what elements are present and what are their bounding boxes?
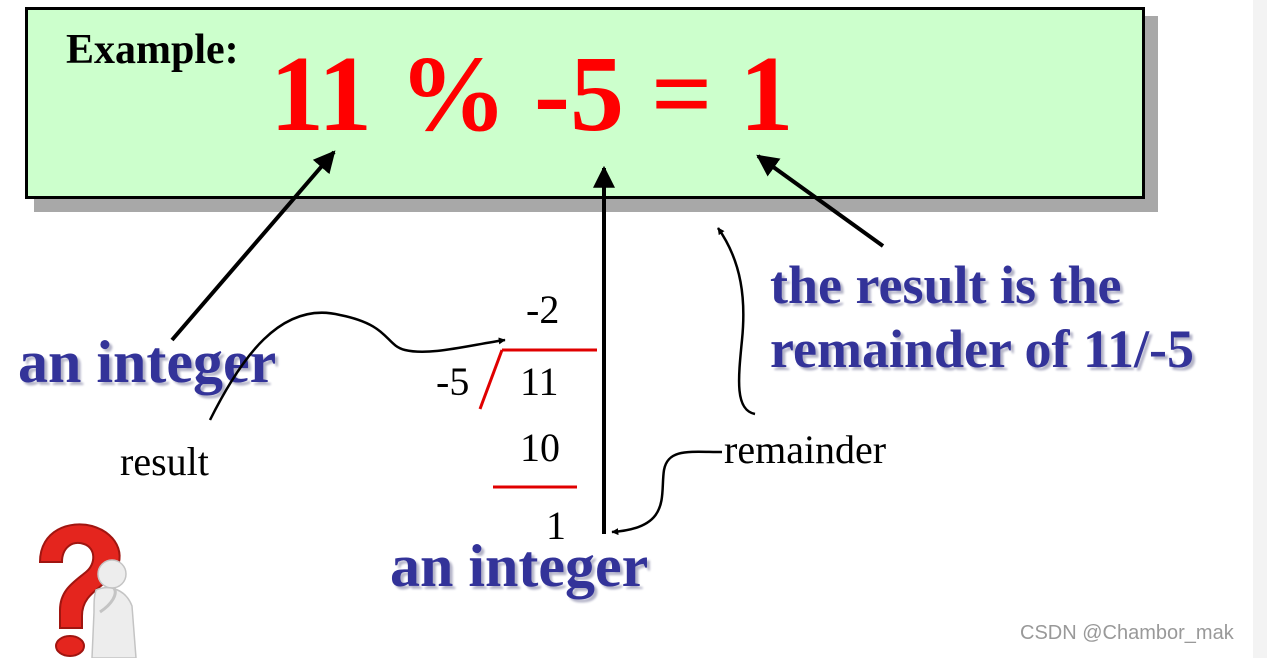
curve-remainder-to-one (611, 450, 723, 536)
remainder-label: remainder (724, 427, 887, 472)
explanation-line-1: the result is the (770, 255, 1122, 315)
example-label: Example: (66, 27, 239, 73)
question-mark-thinking-person-icon (38, 523, 137, 658)
division-slash (478, 349, 504, 410)
arrow-to-remainder (756, 154, 885, 248)
division-remainder: 1 (546, 503, 566, 548)
equation: 11 % -5 = 1 (270, 35, 794, 154)
explanation-line-2: remainder of 11/-5 (770, 319, 1194, 379)
arrow-to-dividend (170, 150, 336, 342)
watermark: CSDN @Chambor_mak (1020, 622, 1234, 644)
curve-result-to-quotient (208, 311, 506, 421)
left-annotation: an integer (18, 329, 277, 395)
division-product: 10 (520, 425, 560, 470)
slide-edge (1253, 0, 1267, 658)
bottom-annotation: an integer (390, 533, 649, 599)
result-label: result (120, 439, 209, 484)
example-box (25, 7, 1145, 199)
division-divisor: -5 (436, 359, 470, 404)
division-dividend: 11 (520, 359, 559, 404)
division-quotient: -2 (526, 287, 560, 332)
curve-remainder-to-explanation (716, 227, 756, 416)
